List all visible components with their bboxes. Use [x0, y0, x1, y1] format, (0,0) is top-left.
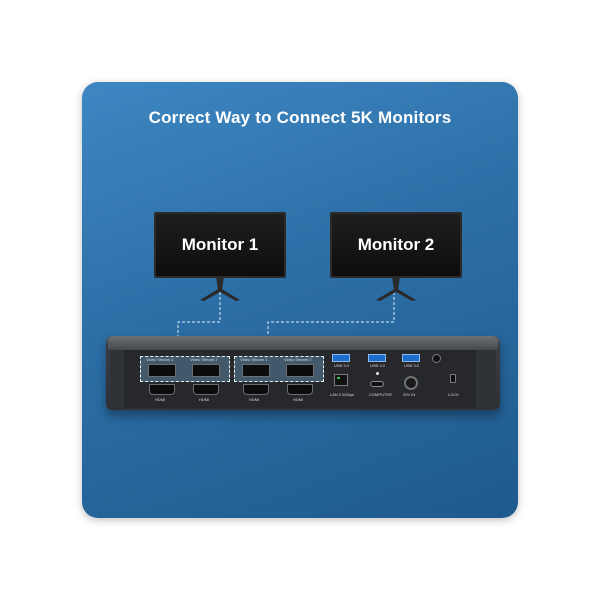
dp-port-label: Video Stream 2 [284, 357, 312, 362]
displayport-1 [148, 364, 176, 377]
product-card: Correct Way to Connect 5K Monitors Monit… [82, 82, 518, 518]
dc-label: 20V IN [403, 392, 416, 397]
usb-label: USB 3.0 [370, 363, 385, 368]
ethernet-port [334, 374, 348, 386]
hdmi-label: HDMI [249, 397, 260, 402]
hdmi-label: HDMI [155, 397, 166, 402]
docking-station: Video Stream 1 Video Stream 2 Video Stre… [106, 336, 500, 410]
card-title: Correct Way to Connect 5K Monitors [148, 108, 452, 127]
dock-top-surface [108, 336, 498, 350]
monitor-2-screen: Monitor 2 [330, 212, 462, 278]
monitor-1-stand [200, 276, 240, 301]
left-side-panel [110, 350, 124, 408]
usb-c-computer-port [370, 381, 384, 387]
power-button-icon [432, 354, 441, 363]
computer-label: COMPUTER [369, 392, 392, 397]
usb-a-port-1 [332, 354, 350, 362]
monitor-1-label: Monitor 1 [181, 235, 259, 254]
lan-label: LAN 2.5Gbps [330, 392, 355, 397]
dc-power-port [404, 376, 418, 390]
dp-port-label: Video Stream 1 [146, 357, 174, 362]
dp-port-label: Video Stream 1 [240, 357, 268, 362]
hdmi-label: HDMI [293, 397, 304, 402]
hdmi-port-3 [243, 384, 269, 395]
displayport-2 [192, 364, 220, 377]
lock-label: LOCK [448, 392, 459, 397]
dp-port-label: Video Stream 2 [190, 357, 218, 362]
usb-label: USB 3.0 [334, 363, 349, 368]
hdmi-port-2 [193, 384, 219, 395]
monitor-2: Monitor 2 [330, 212, 462, 308]
dock-front-panel: Video Stream 1 Video Stream 2 Video Stre… [110, 350, 496, 408]
monitor-2-label: Monitor 2 [357, 235, 435, 254]
hdmi-port-1 [149, 384, 175, 395]
usb-label: USB 3.0 [404, 363, 419, 368]
hdmi-port-4 [287, 384, 313, 395]
usb-a-port-2 [368, 354, 386, 362]
monitor-1: Monitor 1 [154, 212, 286, 308]
right-side-panel [476, 350, 496, 408]
displayport-4 [286, 364, 314, 377]
monitor-2-stand [376, 276, 416, 301]
monitor-1-screen: Monitor 1 [154, 212, 286, 278]
usb-a-port-3 [402, 354, 420, 362]
connection-lines [177, 292, 395, 348]
displayport-3 [242, 364, 270, 377]
lock-slot [450, 374, 456, 383]
status-led [376, 372, 379, 375]
hdmi-label: HDMI [199, 397, 210, 402]
